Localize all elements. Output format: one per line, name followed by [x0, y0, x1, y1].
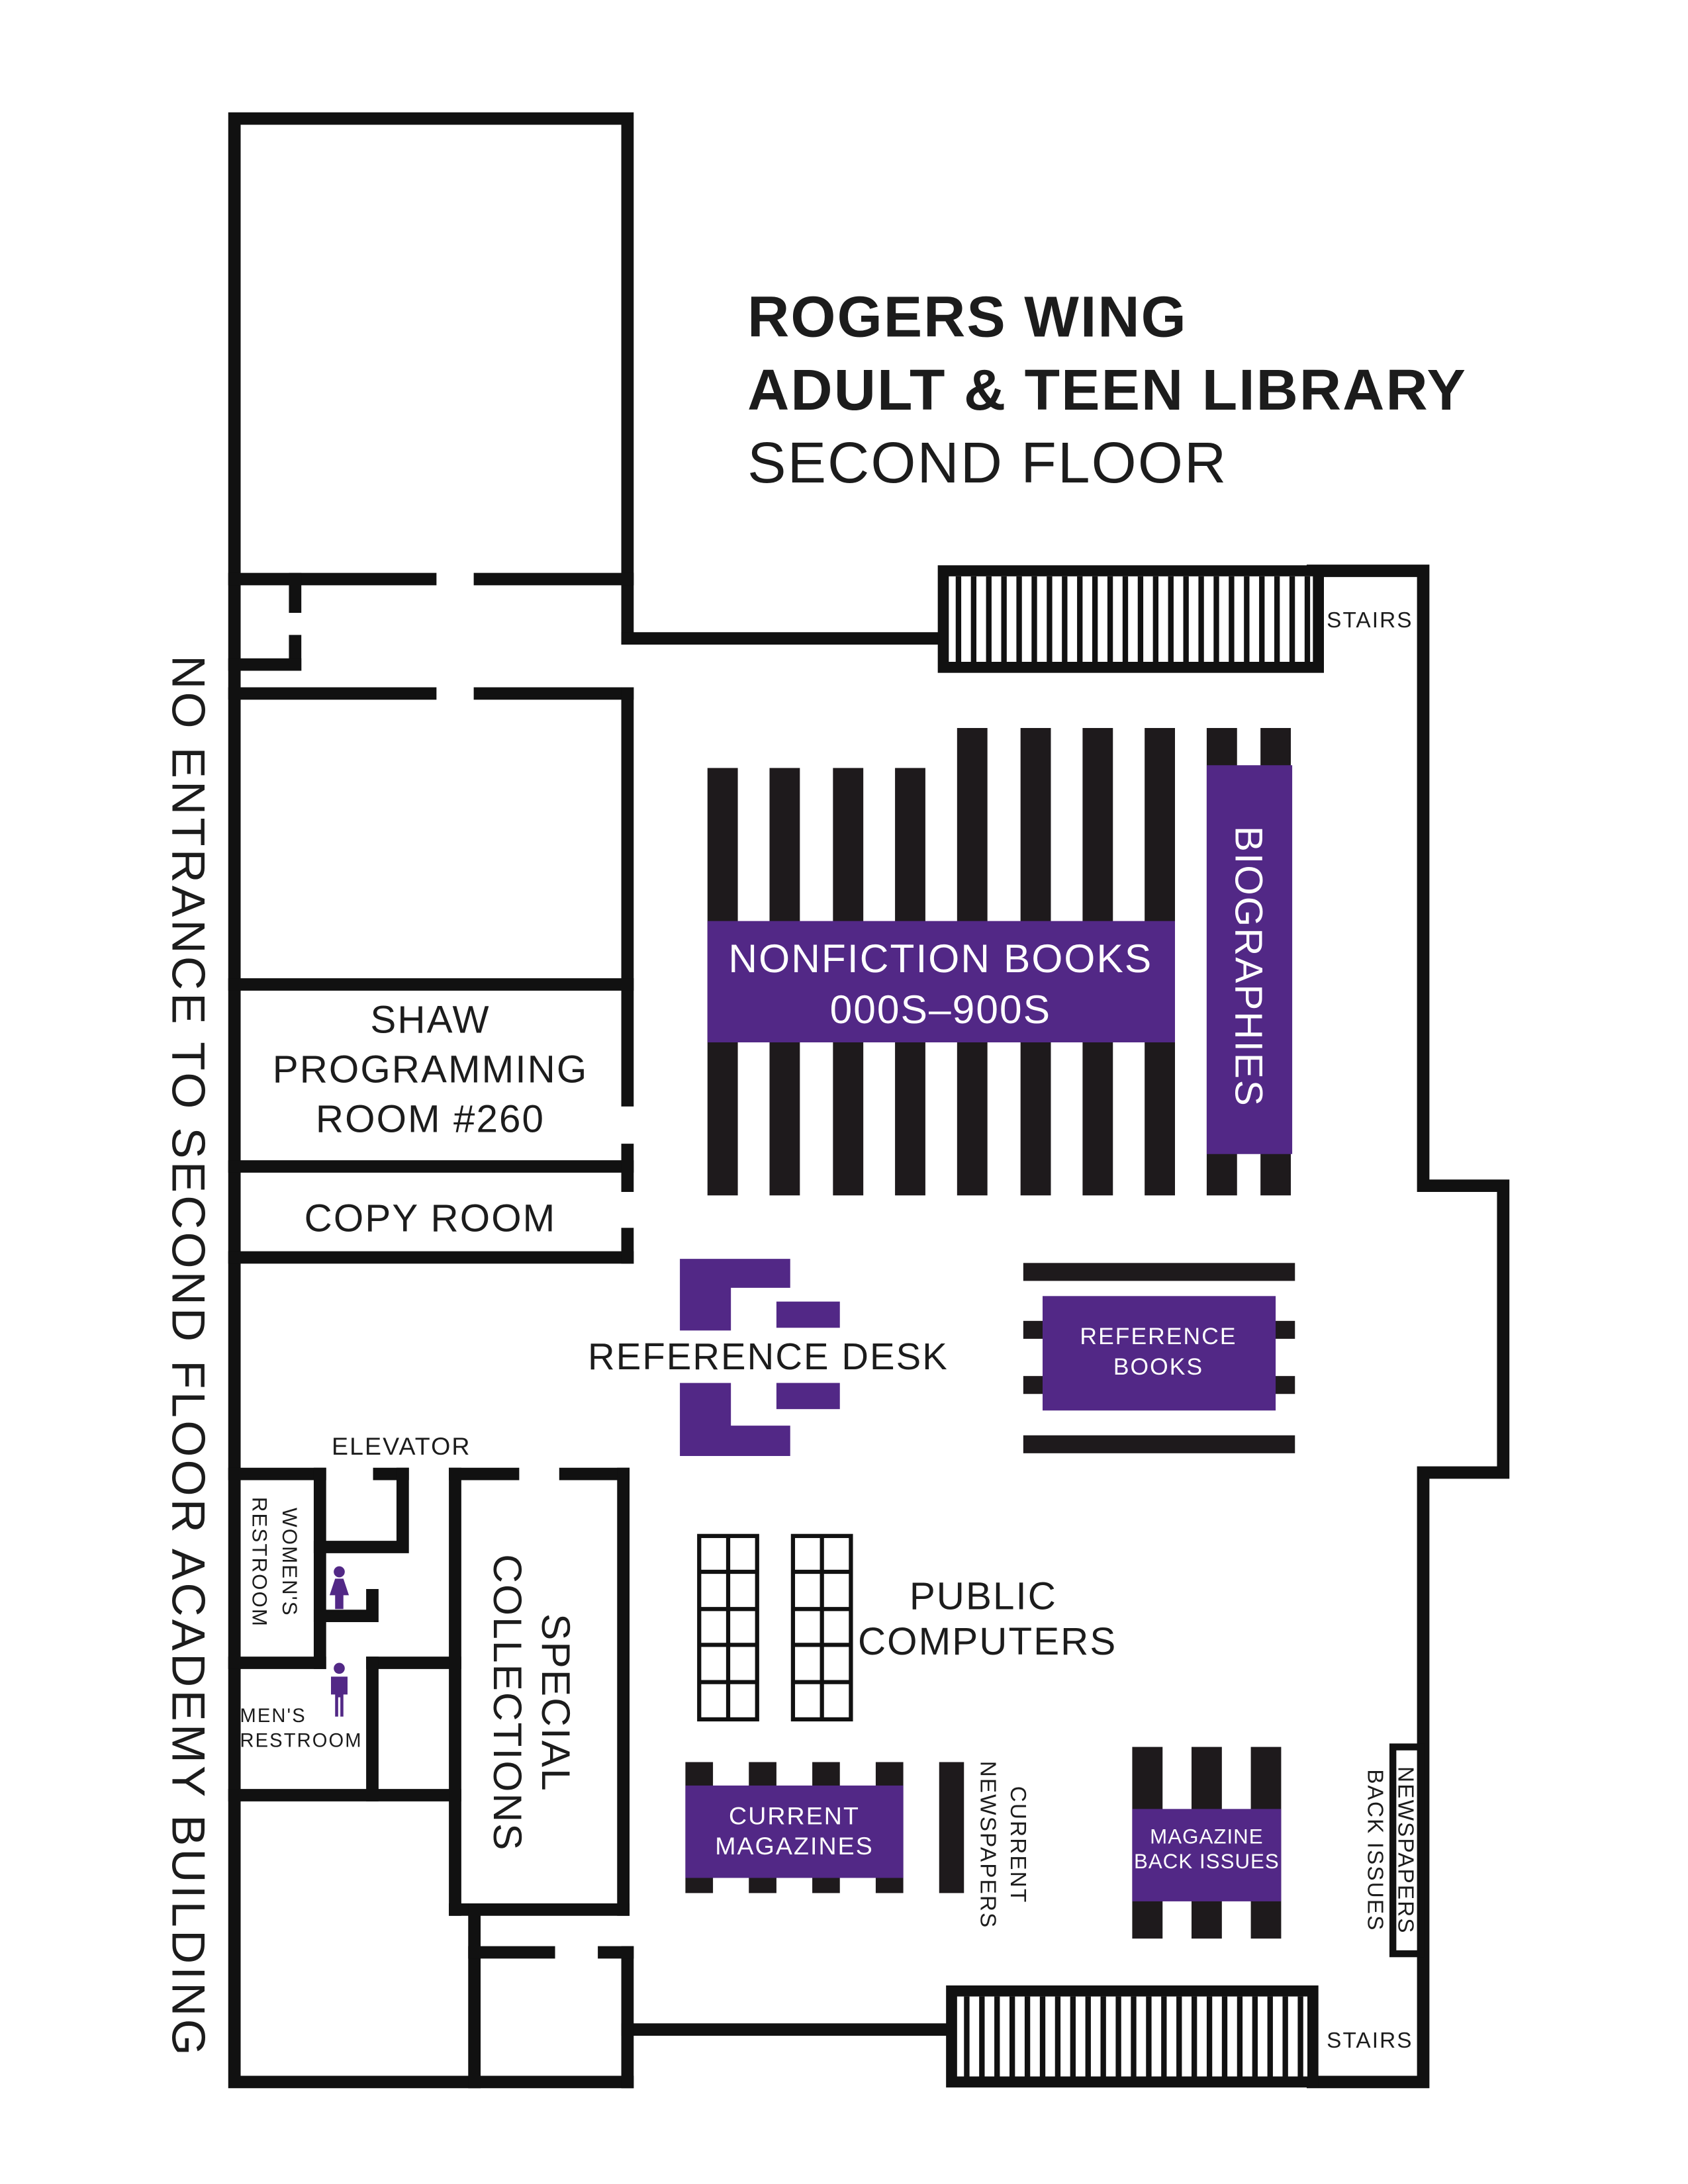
- mens-restroom-label-2: RESTROOM: [240, 1731, 363, 1752]
- current-magazines-label-1: CURRENT: [729, 1801, 860, 1829]
- current-magazines-stacks: CURRENT MAGAZINES: [685, 1762, 904, 1893]
- mens-restroom-label-1: MEN'S: [240, 1706, 306, 1727]
- biographies-stacks: BIOGRAPHIES: [1206, 728, 1293, 1196]
- woman-figure-icon: [329, 1566, 350, 1610]
- mens-restroom: MEN'S RESTROOM: [240, 1662, 363, 1752]
- shaw-room-label-3: ROOM #260: [316, 1097, 545, 1140]
- stairs-top: STAIRS: [937, 565, 1413, 673]
- public-computers-label-1: PUBLIC: [910, 1574, 1057, 1617]
- shaw-room-label-2: PROGRAMMING: [273, 1048, 588, 1091]
- reference-books-label-1: REFERENCE: [1080, 1323, 1237, 1349]
- stairs-bottom-label: STAIRS: [1327, 2028, 1413, 2053]
- shaw-room-label-1: SHAW: [370, 998, 490, 1041]
- magazine-back-issues-label-1: MAGAZINE: [1150, 1825, 1263, 1848]
- public-computers-label-2: COMPUTERS: [858, 1620, 1117, 1663]
- title-line-2: ADULT & TEEN LIBRARY: [747, 357, 1467, 422]
- biographies-label: BIOGRAPHIES: [1227, 826, 1270, 1107]
- nonfiction-stacks: NONFICTION BOOKS 000S–900S: [707, 728, 1175, 1196]
- building-walls: [228, 112, 1510, 2089]
- special-collections-label-2: COLLECTIONS: [485, 1554, 530, 1851]
- reference-desk: REFERENCE DESK: [588, 1259, 949, 1456]
- current-newspapers-label-1: CURRENT: [1006, 1786, 1030, 1904]
- current-magazines-label-2: MAGAZINES: [715, 1832, 874, 1860]
- current-newspapers-rack: CURRENT NEWSPAPERS: [939, 1761, 1030, 1929]
- current-newspapers-label-2: NEWSPAPERS: [975, 1761, 1000, 1929]
- man-figure-icon: [331, 1662, 348, 1717]
- special-collections-label-1: SPECIAL: [534, 1614, 579, 1792]
- title-line-1: ROGERS WING: [747, 284, 1188, 349]
- magazine-back-issues-label-2: BACK ISSUES: [1134, 1850, 1280, 1873]
- map-title: ROGERS WING ADULT & TEEN LIBRARY SECOND …: [747, 284, 1467, 495]
- elevator-label: ELEVATOR: [332, 1432, 471, 1460]
- stairs-bottom: STAIRS: [946, 1985, 1413, 2088]
- stairs-top-label: STAIRS: [1327, 608, 1413, 633]
- nonfiction-label-1: NONFICTION BOOKS: [728, 936, 1152, 981]
- no-entrance-note: NO ENTRANCE TO SECOND FLOOR ACADEMY BUIL…: [162, 655, 214, 2058]
- magazine-back-issues-stacks: MAGAZINE BACK ISSUES: [1132, 1747, 1282, 1939]
- newspapers-back-issues-label-1: NEWSPAPERS: [1393, 1766, 1418, 1934]
- newspapers-back-issues-label-2: BACK ISSUES: [1363, 1769, 1387, 1931]
- public-computers: PUBLIC COMPUTERS: [697, 1533, 1117, 1722]
- womens-restroom: WOMEN'S RESTROOM: [248, 1497, 350, 1627]
- reference-desk-label: REFERENCE DESK: [588, 1336, 949, 1377]
- copy-room-label: COPY ROOM: [305, 1197, 557, 1240]
- newspapers-back-issues-rack: NEWSPAPERS BACK ISSUES: [1363, 1743, 1425, 1958]
- nonfiction-label-2: 000S–900S: [830, 987, 1052, 1032]
- title-line-3: SECOND FLOOR: [747, 430, 1227, 495]
- reference-books-stacks: REFERENCE BOOKS: [1023, 1263, 1295, 1453]
- womens-restroom-label-2: RESTROOM: [248, 1497, 271, 1627]
- womens-restroom-label-1: WOMEN'S: [278, 1508, 301, 1617]
- reference-books-label-2: BOOKS: [1113, 1353, 1203, 1380]
